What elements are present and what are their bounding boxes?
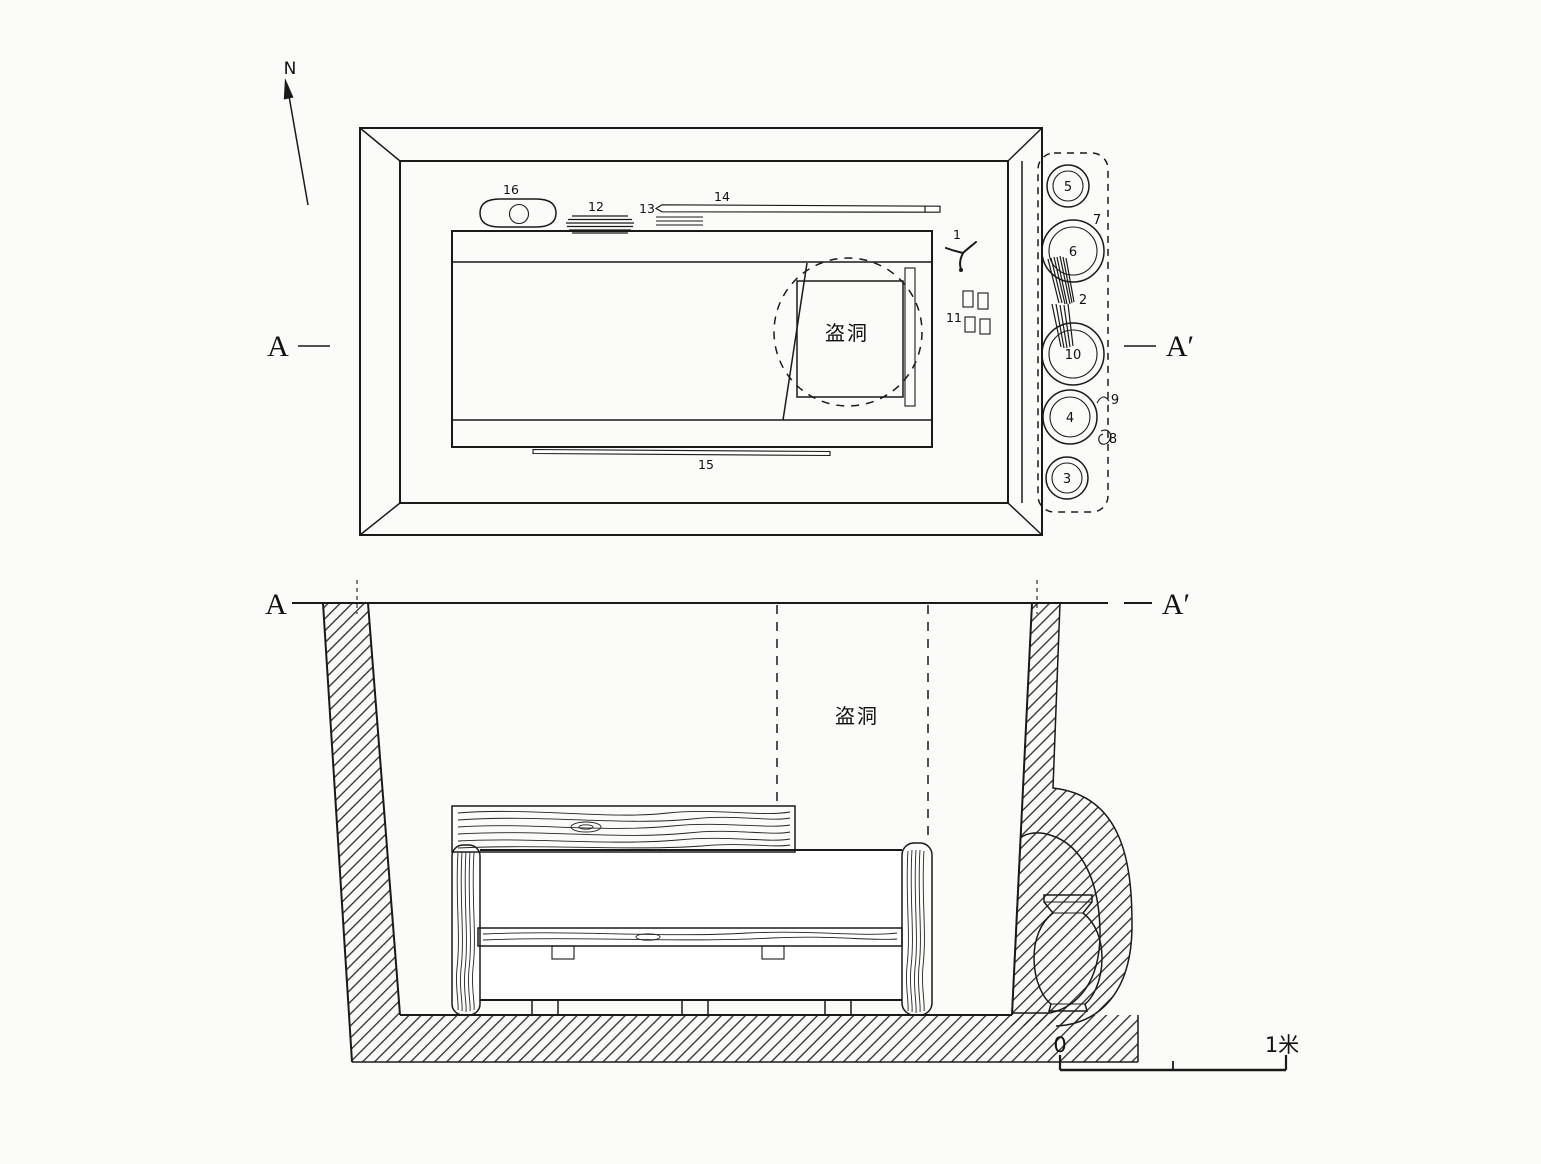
vessel-circle-10: 10 bbox=[1041, 322, 1105, 386]
artifact-14: 14 bbox=[654, 189, 941, 213]
vessel-label-5: 5 bbox=[1064, 180, 1072, 195]
plan-label-a-prime: A′ bbox=[1166, 330, 1194, 363]
inner-coffin-plan bbox=[796, 280, 904, 398]
plan-label-a: A bbox=[267, 330, 289, 363]
plan-pit-outline bbox=[359, 127, 1043, 536]
coffin-end-board-right bbox=[901, 842, 933, 1016]
artifact-1: 1 bbox=[945, 227, 977, 272]
vessel-label-8: 8 bbox=[1109, 432, 1117, 447]
plan-vessel-area: 5 6 10 4 3 bbox=[1037, 152, 1119, 513]
vessel-label-2: 2 bbox=[1079, 293, 1087, 308]
arrow-bundle bbox=[1047, 255, 1075, 349]
artifact-12: 12 bbox=[566, 199, 634, 234]
artifact-label-15: 15 bbox=[698, 457, 714, 472]
coffin-body bbox=[466, 850, 916, 1000]
small-find-9 bbox=[1096, 396, 1110, 404]
plan-view: 5 6 10 4 3 bbox=[267, 127, 1194, 536]
vessel-circle-6: 6 bbox=[1041, 219, 1105, 283]
vessel-label-9: 9 bbox=[1111, 393, 1119, 408]
vessel-label-10: 10 bbox=[1065, 348, 1082, 363]
niche-vessel bbox=[1033, 894, 1103, 1012]
section-label-a: A bbox=[265, 588, 287, 621]
vessel-circle-5: 5 bbox=[1046, 164, 1090, 208]
coffin-end-board-plan bbox=[904, 267, 916, 407]
artifact-label-1: 1 bbox=[953, 227, 961, 242]
vessel-label-7: 7 bbox=[1093, 213, 1101, 228]
north-arrowhead bbox=[283, 78, 294, 100]
section-robber-hole-label: 盗洞 bbox=[835, 704, 879, 728]
section-coffin bbox=[451, 805, 933, 1016]
artifact-label-11: 11 bbox=[946, 310, 962, 325]
section-label-a-prime: A′ bbox=[1162, 588, 1190, 621]
section-view: 盗洞 A A′ 0 1米 bbox=[265, 580, 1299, 1072]
vessel-circle-4: 4 bbox=[1042, 389, 1098, 445]
artifact-label-13: 13 bbox=[639, 201, 655, 216]
vessel-label-6: 6 bbox=[1069, 245, 1077, 260]
artifact-13: 13 bbox=[639, 201, 703, 226]
coffin-feet bbox=[531, 999, 852, 1016]
north-label: N bbox=[284, 59, 297, 79]
artifact-label-16: 16 bbox=[503, 182, 519, 197]
plan-robber-hole: 盗洞 bbox=[773, 257, 923, 407]
section-robber-hole: 盗洞 bbox=[776, 605, 929, 840]
plan-coffin bbox=[451, 230, 933, 448]
coffin-end-board-left bbox=[451, 844, 481, 1016]
earth-hatching bbox=[323, 603, 1138, 1062]
small-find-8 bbox=[1098, 429, 1112, 445]
artifact-label-12: 12 bbox=[588, 199, 604, 214]
plan-robber-hole-label: 盗洞 bbox=[825, 321, 869, 345]
artifact-11: 11 bbox=[946, 290, 991, 335]
vessel-circle-3: 3 bbox=[1045, 456, 1089, 500]
vessel-label-3: 3 bbox=[1063, 472, 1071, 487]
artifact-16: 16 bbox=[479, 182, 557, 228]
artifact-label-14: 14 bbox=[714, 189, 730, 204]
plan-artifacts: 16 12 13 14 bbox=[479, 182, 991, 472]
plan-section-line: A A′ bbox=[267, 330, 1194, 363]
coffin-lid-plank bbox=[451, 805, 796, 853]
scale-zero-label: 0 bbox=[1053, 1033, 1066, 1057]
vessel-label-4: 4 bbox=[1066, 411, 1074, 426]
scale-bar: 0 1米 bbox=[1053, 1033, 1299, 1072]
ground-line: A A′ bbox=[265, 580, 1190, 621]
wall-niche bbox=[1011, 832, 1103, 1014]
north-arrow: N bbox=[283, 59, 309, 206]
artifact-15: 15 bbox=[532, 448, 831, 472]
scale-unit-label: 1米 bbox=[1265, 1033, 1299, 1057]
